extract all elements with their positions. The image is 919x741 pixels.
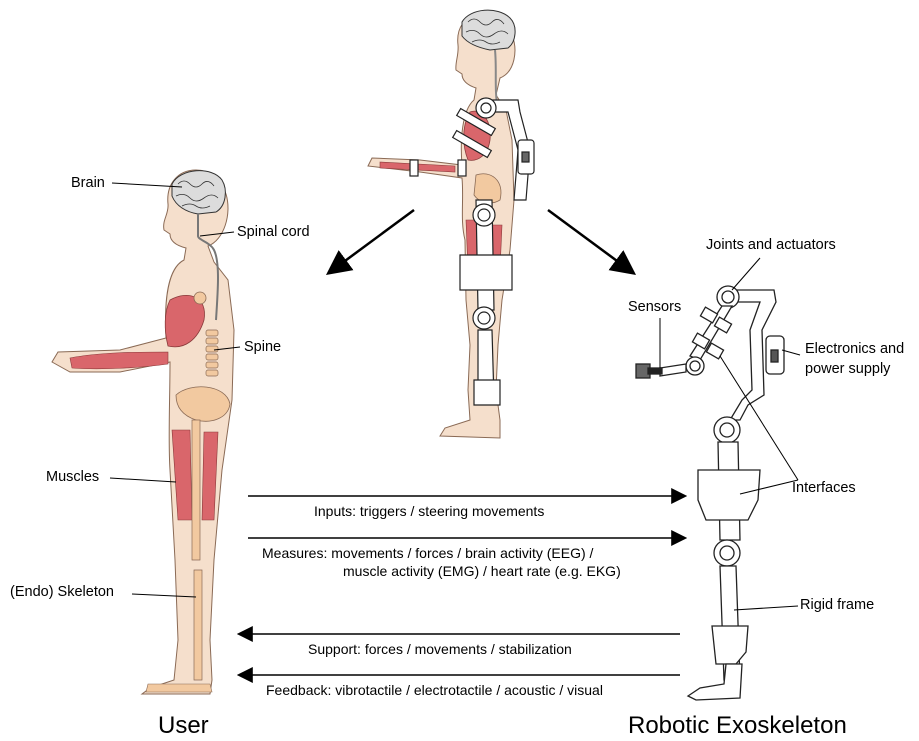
flow-feedback-text: Feedback: vibrotactile / electrotactile …: [266, 682, 603, 699]
label-spinal-cord: Spinal cord: [237, 224, 310, 241]
label-interfaces: Interfaces: [792, 480, 856, 497]
label-muscles: Muscles: [46, 469, 99, 486]
label-brain: Brain: [71, 175, 105, 192]
label-electronics-1: Electronics and: [805, 341, 904, 358]
sensor-device: [636, 364, 662, 378]
label-spine: Spine: [244, 339, 281, 356]
flow-measures-text-2: muscle activity (EMG) / heart rate (e.g.…: [343, 563, 621, 580]
arrow-to-user: [330, 210, 414, 272]
label-rigid-frame: Rigid frame: [800, 597, 874, 614]
label-electronics-2: power supply: [805, 361, 890, 378]
exoskeleton-figure: [636, 286, 784, 700]
label-sensors: Sensors: [628, 299, 681, 316]
caption-exoskeleton: Robotic Exoskeleton: [628, 712, 847, 740]
label-skeleton: (Endo) Skeleton: [10, 584, 114, 601]
user-figure: [52, 170, 234, 694]
thigh-interface: [698, 470, 760, 520]
flow-support-text: Support: forces / movements / stabilizat…: [308, 641, 572, 658]
flow-measures-text-1: Measures: movements / forces / brain act…: [262, 545, 593, 562]
caption-user: User: [158, 712, 209, 740]
arrow-to-exo: [548, 210, 632, 272]
label-joints-actuators: Joints and actuators: [706, 237, 836, 254]
flow-inputs-text: Inputs: triggers / steering movements: [314, 503, 544, 520]
